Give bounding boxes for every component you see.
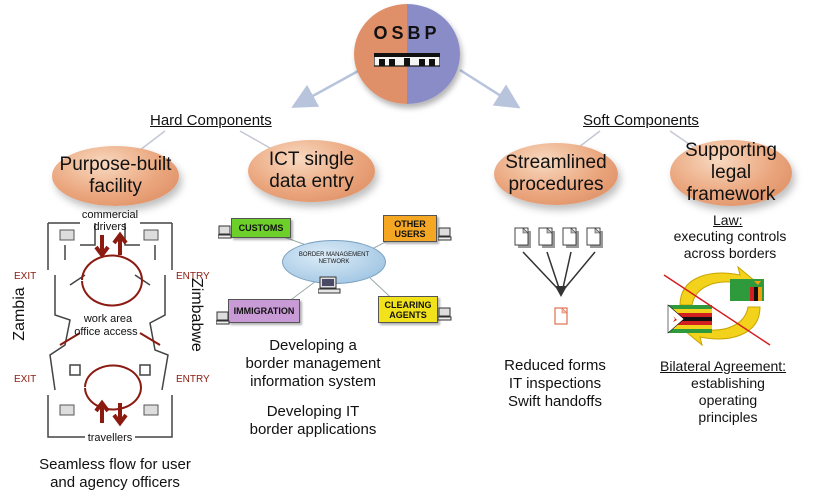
zambia-flag bbox=[730, 279, 764, 301]
zimbabwe-flag bbox=[667, 304, 712, 334]
bilateral-flags-graphic bbox=[663, 265, 771, 347]
exchange-arrow-icon bbox=[684, 306, 761, 347]
document-icon bbox=[562, 227, 579, 248]
zimbabwe-label: Zimbabwe bbox=[188, 278, 205, 352]
travellers-label: travellers bbox=[87, 432, 133, 444]
hard-to-facility-line bbox=[139, 130, 166, 151]
customs-computer-icon bbox=[218, 225, 232, 239]
reduced-form-icon bbox=[554, 307, 568, 325]
exit-bottom-label: EXIT bbox=[14, 374, 37, 385]
document-icon bbox=[586, 227, 603, 248]
customs-tag: CUSTOMS bbox=[231, 218, 291, 238]
immigration-tag: IMMIGRATION bbox=[228, 299, 300, 323]
border-building-icon bbox=[374, 53, 440, 67]
other-users-computer-icon bbox=[438, 227, 452, 241]
arrow-to-hard bbox=[291, 68, 361, 108]
office-access-label: office access bbox=[74, 326, 138, 338]
hard-components-heading: Hard Components bbox=[150, 112, 272, 129]
clearing-agents-computer-icon bbox=[438, 307, 452, 321]
forms-consolidation-graphic bbox=[514, 227, 603, 325]
document-icon bbox=[538, 227, 555, 248]
soft-components-heading: Soft Components bbox=[583, 112, 699, 129]
document-icon bbox=[514, 227, 531, 248]
zambia-label: Zambia bbox=[11, 287, 28, 341]
arrow-to-soft bbox=[459, 68, 521, 109]
hub-computer-icon bbox=[318, 276, 341, 294]
entry-bottom-label: ENTRY bbox=[176, 374, 210, 385]
exchange-arrow-icon bbox=[679, 265, 756, 306]
osbp-title: OSBP bbox=[373, 23, 441, 43]
hard-to-ict-line bbox=[239, 130, 271, 149]
work-area-label: work area bbox=[83, 313, 133, 325]
osbp-root-node: OSBP bbox=[354, 4, 460, 104]
bilateral-agreement-heading: Bilateral Agreement: bbox=[660, 358, 787, 374]
exit-top-label: EXIT bbox=[14, 271, 37, 282]
facility-floor-plan bbox=[47, 222, 173, 438]
entry-top-label: ENTRY bbox=[176, 271, 210, 282]
immigration-computer-icon bbox=[216, 311, 230, 325]
law-heading: Law: bbox=[713, 212, 743, 228]
soft-to-legal-line bbox=[669, 130, 696, 149]
